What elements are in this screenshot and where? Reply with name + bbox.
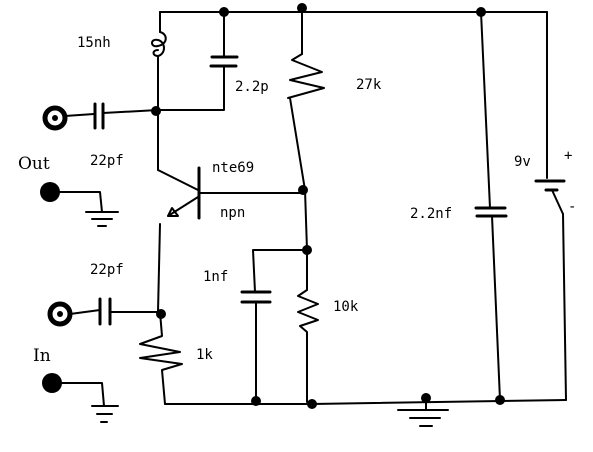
junctions (151, 3, 505, 409)
bottom-rail (164, 213, 567, 405)
labels: 15nh 2.2p 27k Out 22pf nte69 npn 22pf 1n… (18, 35, 576, 366)
capacitor-2-2p (157, 11, 239, 111)
resistor-27k (287, 7, 325, 191)
label-cap-feedback: 2.2p (235, 79, 269, 95)
ground-main (397, 399, 449, 427)
output-connector-icon[interactable] (42, 105, 68, 131)
transistor-nte69 (157, 109, 306, 313)
label-cap-in: 22pf (90, 262, 124, 278)
battery-9v (534, 179, 566, 215)
label-out: Out (18, 154, 50, 174)
label-battery-minus: - (568, 199, 576, 215)
ground-input (42, 373, 119, 423)
label-resistor-top: 27k (356, 77, 382, 93)
label-resistor-base: 10k (333, 299, 359, 315)
label-battery: 9v (514, 154, 531, 170)
capacitor-2-2nf (474, 11, 508, 401)
label-transistor-part: nte69 (212, 160, 254, 176)
label-cap-base: 1nf (203, 269, 228, 285)
resistor-1k (139, 311, 183, 405)
output-coupling (42, 102, 159, 131)
ground-output (40, 182, 119, 227)
label-transistor-type: npn (220, 205, 245, 221)
inductor-15nh (151, 11, 167, 111)
label-in: In (33, 346, 51, 366)
output-terminal-icon (40, 182, 60, 202)
label-inductor: 15nh (77, 35, 111, 51)
resistor-10k (297, 249, 319, 403)
label-resistor-emitter: 1k (196, 347, 213, 363)
top-rail (159, 11, 548, 179)
input-terminal-icon (42, 373, 62, 393)
label-battery-plus: + (564, 148, 572, 164)
label-cap-out: 22pf (90, 153, 124, 169)
input-coupling (47, 297, 161, 327)
label-cap-bypass: 2.2nf (410, 206, 452, 222)
base-network (240, 189, 319, 403)
